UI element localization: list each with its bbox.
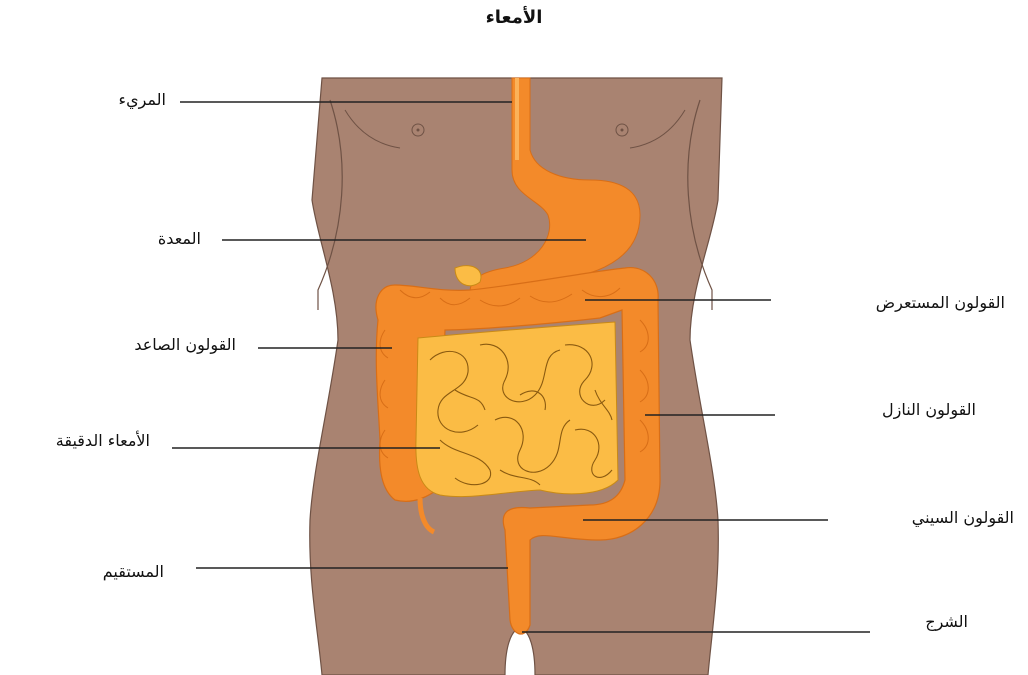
- label-descending-colon: القولون النازل: [882, 400, 976, 420]
- label-small-intestine: الأمعاء الدقيقة: [56, 431, 150, 451]
- label-stomach: المعدة: [158, 229, 201, 249]
- label-esophagus: المريء: [119, 90, 166, 110]
- label-sigmoid-colon: القولون السيني: [912, 508, 1014, 528]
- label-transverse-colon: القولون المستعرض: [876, 293, 1005, 313]
- label-anus: الشرج: [925, 612, 968, 632]
- label-ascending-colon: القولون الصاعد: [134, 335, 236, 355]
- diagram-title: الأمعاء: [464, 7, 564, 28]
- label-rectum: المستقيم: [103, 562, 164, 582]
